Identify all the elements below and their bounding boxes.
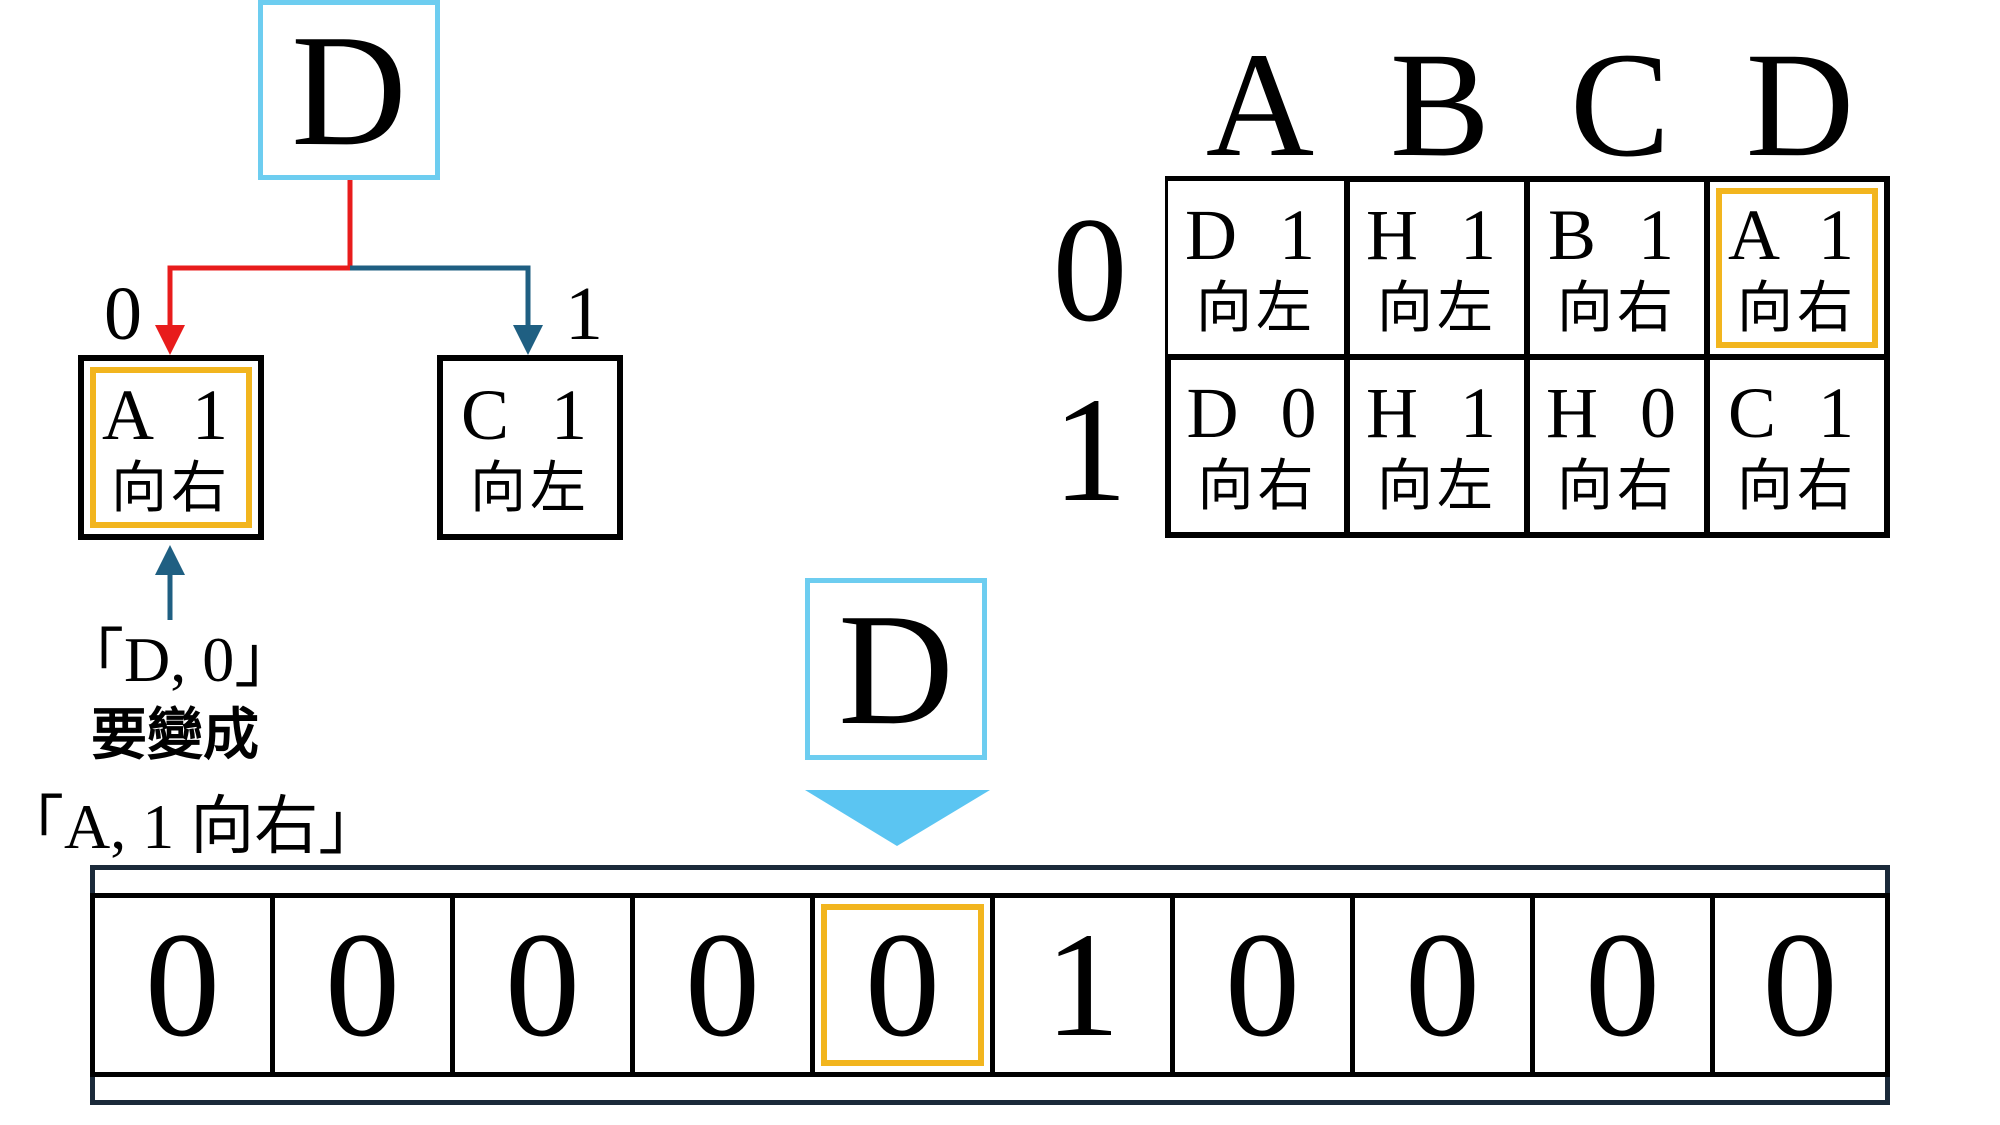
col-header-c: C <box>1569 22 1671 188</box>
table-cell-symbol: H 1 <box>1366 373 1508 453</box>
table-cell-0-b: H 1 向左 <box>1344 176 1530 360</box>
tree-right-node-symbol: C 1 <box>460 374 600 455</box>
table-cell-direction: 向右 <box>1557 456 1677 518</box>
table-cell-symbol: D 1 <box>1185 194 1327 275</box>
tape-cell-value: 0 <box>865 902 940 1068</box>
table-cell-symbol: D 0 <box>1186 373 1329 453</box>
table-cell-symbol: H 0 <box>1546 373 1688 453</box>
tape-cell: 0 <box>1530 893 1715 1077</box>
tree-root-state-label: D <box>291 1 407 179</box>
tree-root-state: D <box>258 0 440 180</box>
branch-zero-arrowhead <box>155 325 185 355</box>
table-cell-1-a: D 0 向右 <box>1165 354 1350 538</box>
caption-line2: 要變成 <box>91 703 259 768</box>
table-cell-direction: 向右 <box>1197 456 1318 518</box>
table-cell-direction: 向右 <box>1557 278 1677 340</box>
tape-cell-value: 0 <box>1585 902 1660 1068</box>
table-cell-direction: 向左 <box>1377 456 1497 518</box>
tape-cell-value: 0 <box>1225 902 1300 1068</box>
row-header-0: 0 <box>1052 187 1128 353</box>
tree-right-node-direction: 向左 <box>470 457 590 520</box>
up-arrow-head <box>155 545 185 575</box>
tape-cell-value: 0 <box>1762 902 1838 1068</box>
branch-zero-line <box>167 180 353 325</box>
col-header-b: B <box>1389 22 1491 188</box>
col-header-d: D <box>1745 22 1855 188</box>
tape-cell: 0 <box>1710 893 1890 1077</box>
table-cell-symbol: C 1 <box>1727 373 1867 453</box>
tape-cell-value: 0 <box>1405 902 1480 1068</box>
tape-cell: 0 <box>630 893 815 1077</box>
tape-cell: 0 <box>270 893 455 1077</box>
tape-cell: 0 <box>450 893 635 1077</box>
tape-cell-head: 0 <box>810 893 995 1077</box>
tree-right-node: C 1 向左 <box>437 355 623 540</box>
tape-cell: 0 <box>90 893 275 1077</box>
table-cell-1-b: H 1 向左 <box>1344 354 1530 538</box>
table-cell-1-c: H 0 向右 <box>1524 354 1710 538</box>
tape-cell: 0 <box>1170 893 1355 1077</box>
tape-cell-value: 0 <box>145 902 220 1068</box>
col-header-a: A <box>1205 22 1315 188</box>
tape-cell-value: 0 <box>505 902 580 1068</box>
tape-cell-value: 1 <box>1045 902 1120 1068</box>
tree-left-node-symbol: A 1 <box>101 374 241 455</box>
table-cell-direction: 向左 <box>1377 278 1497 340</box>
table-cell-0-c: B 1 向右 <box>1524 176 1710 360</box>
branch-zero-label: 0 <box>104 272 142 356</box>
tape-head-pointer <box>805 790 990 846</box>
branch-one-label: 1 <box>565 272 603 356</box>
table-cell-symbol: H 1 <box>1366 195 1508 275</box>
tape-cells: 0 0 0 0 0 1 0 0 0 0 <box>90 893 1890 1077</box>
table-cell-1-d: C 1 向右 <box>1704 354 1890 538</box>
caption-line3: 「A, 1 向右」 <box>0 791 383 862</box>
tree-left-node-direction: 向右 <box>111 457 231 520</box>
table-cell-0-a: D 1 向左 <box>1165 176 1350 360</box>
tree-branches <box>155 180 543 620</box>
tape-cell: 0 <box>1350 893 1535 1077</box>
branch-one-line <box>350 265 531 325</box>
table-cell-direction: 向右 <box>1737 278 1857 340</box>
branch-one-arrowhead <box>513 325 543 355</box>
table-cell-direction: 向左 <box>1196 277 1316 340</box>
tree-left-node: A 1 向右 <box>78 355 264 540</box>
tape-head-pointer-triangle <box>805 790 990 846</box>
tape-cell: 1 <box>990 893 1175 1077</box>
tape-head-state-label: D <box>838 580 954 758</box>
caption-line1: 「D, 0」 <box>60 624 299 695</box>
tape-cell-value: 0 <box>685 902 760 1068</box>
tape-cell-value: 0 <box>325 902 400 1068</box>
table-cell-symbol: B 1 <box>1547 195 1687 275</box>
row-header-1: 1 <box>1052 367 1128 533</box>
table-cell-direction: 向右 <box>1737 456 1857 518</box>
table-cell-0-d: A 1 向右 <box>1704 176 1890 360</box>
table-cell-symbol: A 1 <box>1727 195 1867 275</box>
tape-head-state: D <box>805 578 987 760</box>
